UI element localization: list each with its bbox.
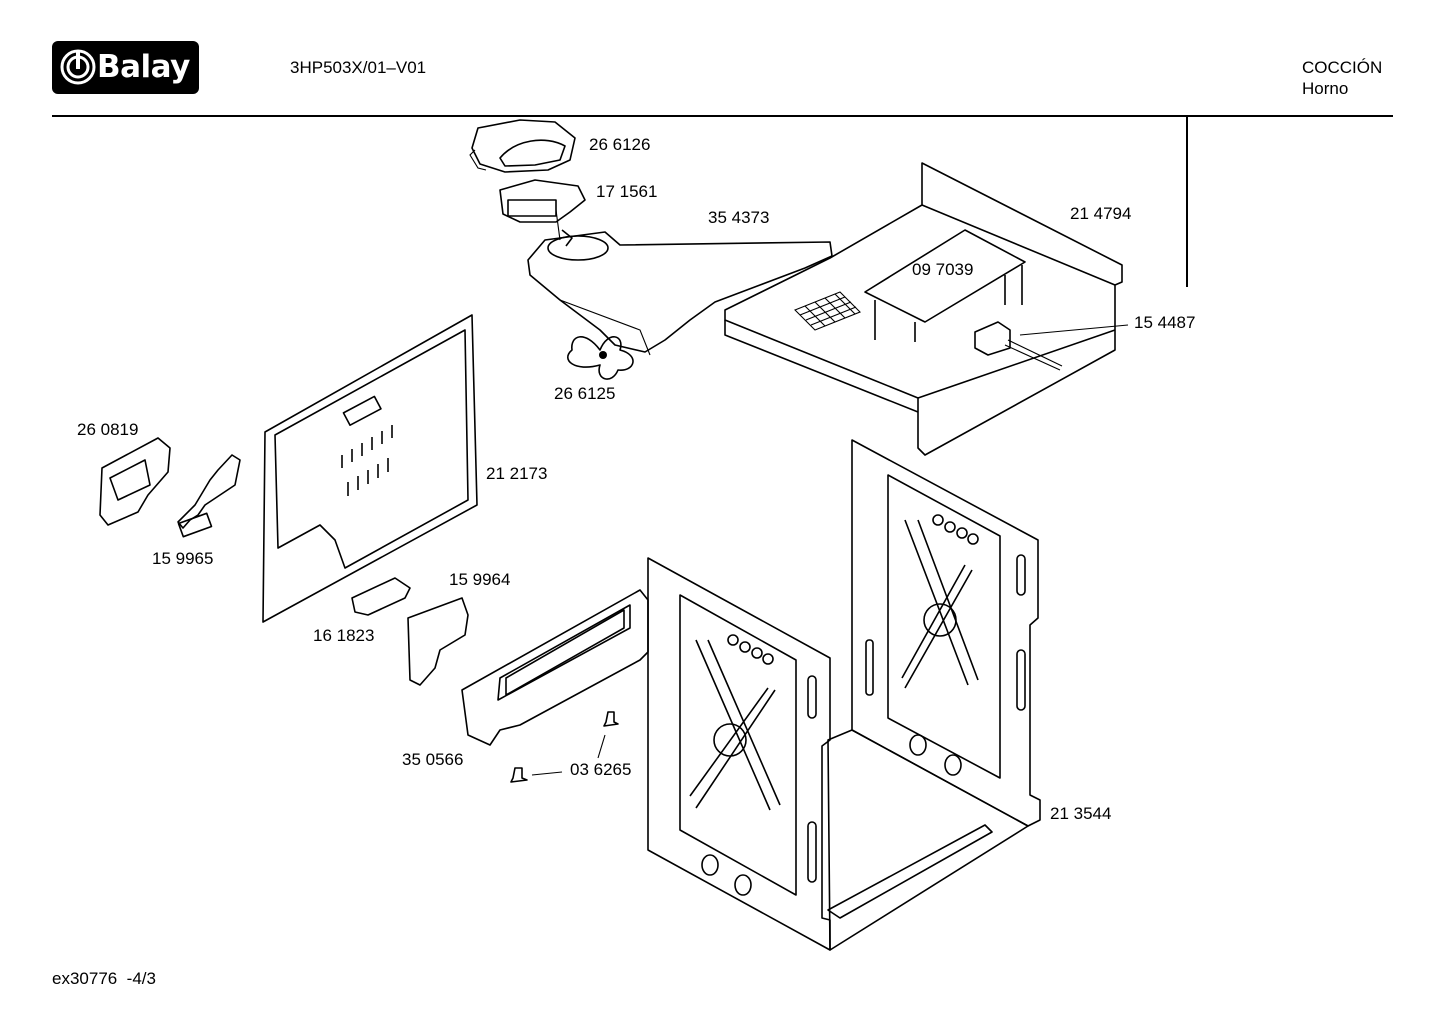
fan-motor-drawing xyxy=(499,179,586,247)
part-label-21-2173: 21 2173 xyxy=(486,464,548,483)
part-label-09-7039: 09 7039 xyxy=(912,260,974,279)
part-label-15-4487: 15 4487 xyxy=(1134,313,1196,332)
fan-blade-drawing xyxy=(567,336,634,380)
side-rail-drawing xyxy=(461,589,649,746)
oven-cavity-drawing xyxy=(647,439,1041,951)
brand-name: Balay xyxy=(97,49,190,85)
model-number: 3HP503X/01–V01 xyxy=(290,58,427,77)
part-label-35-4373: 35 4373 xyxy=(708,208,770,227)
fan-cover-drawing xyxy=(469,119,576,173)
part-label-35-0566: 35 0566 xyxy=(402,750,464,769)
part-label-15-9965: 15 9965 xyxy=(152,549,214,568)
part-label-21-4794: 21 4794 xyxy=(1070,204,1132,223)
vent-mesh xyxy=(794,291,861,331)
top-housing-drawing xyxy=(724,162,1123,456)
balay-emblem-icon xyxy=(60,49,96,85)
mounting-bracket-drawing xyxy=(407,597,469,686)
part-label-21-3544: 21 3544 xyxy=(1050,804,1112,823)
part-label-16-1823: 16 1823 xyxy=(313,626,375,645)
category-title: COCCIÓN xyxy=(1302,58,1383,77)
connector-drawing xyxy=(974,321,1129,371)
latch-bracket-drawing xyxy=(99,437,171,526)
part-label-15-9964: 15 9964 xyxy=(449,570,511,589)
vent-slots xyxy=(341,425,393,496)
part-label-26-6125: 26 6125 xyxy=(554,384,616,403)
clip-drawing xyxy=(351,577,411,616)
part-label-03-6265: 03 6265 xyxy=(570,760,632,779)
inner-door-panel-drawing xyxy=(262,314,478,623)
fan-duct-drawing xyxy=(527,231,833,356)
part-label-26-6126: 26 6126 xyxy=(589,135,651,154)
hinge-drawing xyxy=(177,454,241,538)
brand-logo: Balay xyxy=(52,41,199,94)
part-label-26-0819: 26 0819 xyxy=(77,420,139,439)
screws-drawing xyxy=(510,711,619,783)
diagram-code: ex30776 -4/3 xyxy=(52,969,156,988)
part-label-17-1561: 17 1561 xyxy=(596,182,658,201)
heater-cover-drawing xyxy=(864,229,1026,342)
subcategory-title: Horno xyxy=(1302,79,1349,98)
